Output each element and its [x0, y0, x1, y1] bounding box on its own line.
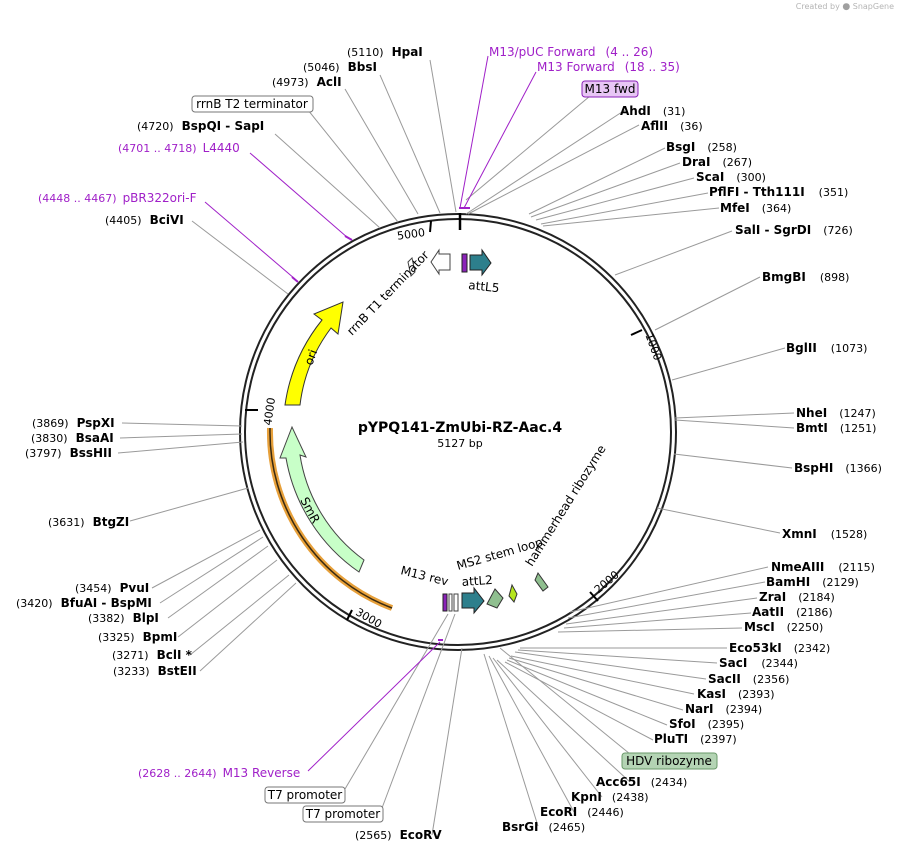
enzyme-aflii: AflII(36) [641, 119, 703, 133]
primer-m13puc-forward: M13/pUC Forward(4 .. 26) [489, 45, 653, 59]
tick-3000 [346, 609, 353, 621]
enzyme-ecorv: (2565)EcoRV [355, 828, 442, 842]
enzyme-msci: MscI(2250) [744, 620, 823, 634]
feature-label-smr: SmR [297, 495, 322, 526]
tick-label-5000: 5000 [396, 226, 426, 243]
enzyme-acc65i: Acc65I(2434) [596, 775, 687, 789]
enzyme-eco53ki: Eco53kI(2342) [729, 641, 830, 655]
box-label-m13-fwd: M13 fwd [585, 82, 636, 96]
enzyme-nhei: NheI(1247) [796, 406, 876, 420]
enzyme-pluti: PluTI(2397) [654, 732, 737, 746]
enzyme-kpni: KpnI(2438) [571, 790, 648, 804]
enzyme-sali-sgrdi: SalI - SgrDI(726) [735, 223, 853, 237]
enzyme-pvui: (3454)PvuI [75, 581, 149, 595]
ms2-feature [508, 583, 518, 603]
enzyme-sacii: SacII(2356) [708, 672, 789, 686]
tick-2000 [589, 591, 599, 602]
enzyme-bspqi-sapi: (4720)BspQI - SapI [137, 119, 264, 133]
box-label-t7-1: T7 promoter [267, 788, 343, 802]
enzyme-kasi: KasI(2393) [697, 687, 775, 701]
enzyme-bsshii: (3797)BssHII [25, 446, 112, 460]
enzyme-hpai: (5110)HpaI [347, 45, 423, 59]
enzyme-ecori: EcoRI(2446) [540, 805, 624, 819]
backbone-outer [239, 213, 677, 651]
box-label-hdv: HDV ribozyme [626, 754, 712, 768]
box-t7-1: T7 promoter [264, 613, 449, 804]
tick-label-1000: 1000 [642, 331, 664, 362]
enzyme-bamhi: BamHI(2129) [766, 575, 859, 589]
enzyme-scai: ScaI(300) [696, 170, 766, 184]
orange-band-core [269, 427, 393, 609]
enzyme-nari: NarI(2394) [685, 702, 762, 716]
enzyme-pflfi-tth111i: PflFI - Tth111I(351) [709, 185, 848, 199]
enzyme-btgzi: (3631)BtgZI [48, 515, 129, 529]
enzyme-drai: DraI(267) [682, 155, 752, 169]
enzyme-sfoi: SfoI(2395) [669, 717, 744, 731]
attl5-arrow [469, 248, 492, 277]
enzyme-bsgi: BsgI(258) [666, 140, 737, 154]
rrnb-t1-arrow [430, 248, 451, 276]
enzyme-bsphi: BspHI(1366) [794, 461, 882, 475]
enzyme-bmgbi: BmgBI(898) [762, 270, 849, 284]
smr-arrow [279, 425, 365, 573]
snapgene-brand: Created by ● SnapGene [795, 2, 894, 12]
enzyme-bsrgi: BsrGI(2465) [502, 820, 585, 834]
t7-feature-a [448, 593, 453, 612]
hdv-feature [486, 588, 504, 609]
enzyme-zrai: ZraI(2184) [759, 590, 835, 604]
enzyme-leaders [117, 59, 795, 836]
box-t7-2: T7 promoter [302, 613, 456, 823]
m13-fwd-feature [461, 253, 468, 273]
feature-label-hammerhead: hammerhead ribozyme [523, 443, 609, 569]
feature-label-attl2: attL2 [461, 573, 493, 589]
enzyme-pspxi: (3869)PspXI [32, 416, 115, 430]
rrnb-t2-feature [407, 256, 416, 278]
box-label-rrnb-t2: rrnB T2 terminator [196, 97, 308, 111]
enzyme-bpmi: (3325)BpmI [98, 630, 177, 644]
tick-1000 [630, 329, 643, 336]
enzyme-nmeaiii: NmeAIII(2115) [771, 560, 875, 574]
enzyme-acli: (4973)AclI [272, 75, 342, 89]
feature-label-ori: ori [302, 348, 320, 367]
m13-rev-feature [442, 593, 448, 612]
enzyme-bglii: BglII(1073) [786, 341, 867, 355]
enzyme-bfuai-bspmi: (3420)BfuAI - BspMI [16, 596, 152, 610]
plasmid-length: 5127 bp [437, 437, 482, 450]
enzyme-ahdi: AhdI(31) [620, 104, 685, 118]
enzyme-saci: SacI(2344) [719, 656, 798, 670]
box-label-t7-2: T7 promoter [305, 807, 381, 821]
primer-pbr322ori-f: (4448 .. 4467)pBR322ori-F [38, 191, 197, 205]
enzyme-aatii: AatII(2186) [752, 605, 833, 619]
t7-feature-b [453, 593, 459, 612]
enzyme-bsaai: (3830)BsaAI [31, 431, 114, 445]
enzyme-bbsi: (5046)BbsI [303, 60, 377, 74]
feature-label-rrnb-t1: rrnB T1 terminator [344, 248, 432, 338]
ori-arrow [284, 301, 344, 406]
box-m13-fwd: M13 fwd [465, 80, 639, 201]
tick-5000 [429, 220, 432, 233]
enzyme-blpi: (3382)BlpI [88, 611, 159, 625]
plasmid-name: pYPQ141-ZmUbi-RZ-Aac.4 [358, 420, 562, 436]
primer-m13-reverse: (2628 .. 2644)M13 Reverse [138, 766, 300, 780]
tick-label-3000: 3000 [353, 606, 384, 631]
enzyme-bcli: (3271)BclI * [112, 648, 193, 662]
backbone-inner [244, 218, 672, 646]
feature-label-m13rev: M13 rev [399, 563, 450, 588]
enzyme-xmni: XmnI(1528) [782, 527, 867, 541]
enzyme-bsteii: (3233)BstEII [113, 664, 197, 678]
feature-label-attl5: attL5 [468, 278, 500, 295]
primer-l4440: (4701 .. 4718)L4440 [118, 141, 240, 155]
attl2-arrow [461, 586, 485, 615]
enzyme-bcivi: (4405)BciVI [105, 213, 184, 227]
box-rrnb-t2: rrnB T2 terminator [191, 95, 399, 223]
hammerhead-feature [534, 571, 549, 592]
primer-m13-forward: M13 Forward(18 .. 35) [537, 60, 680, 74]
tick-label-4000: 4000 [261, 397, 278, 427]
enzyme-mfei: MfeI(364) [720, 201, 791, 215]
enzyme-bmti: BmtI(1251) [796, 421, 876, 435]
